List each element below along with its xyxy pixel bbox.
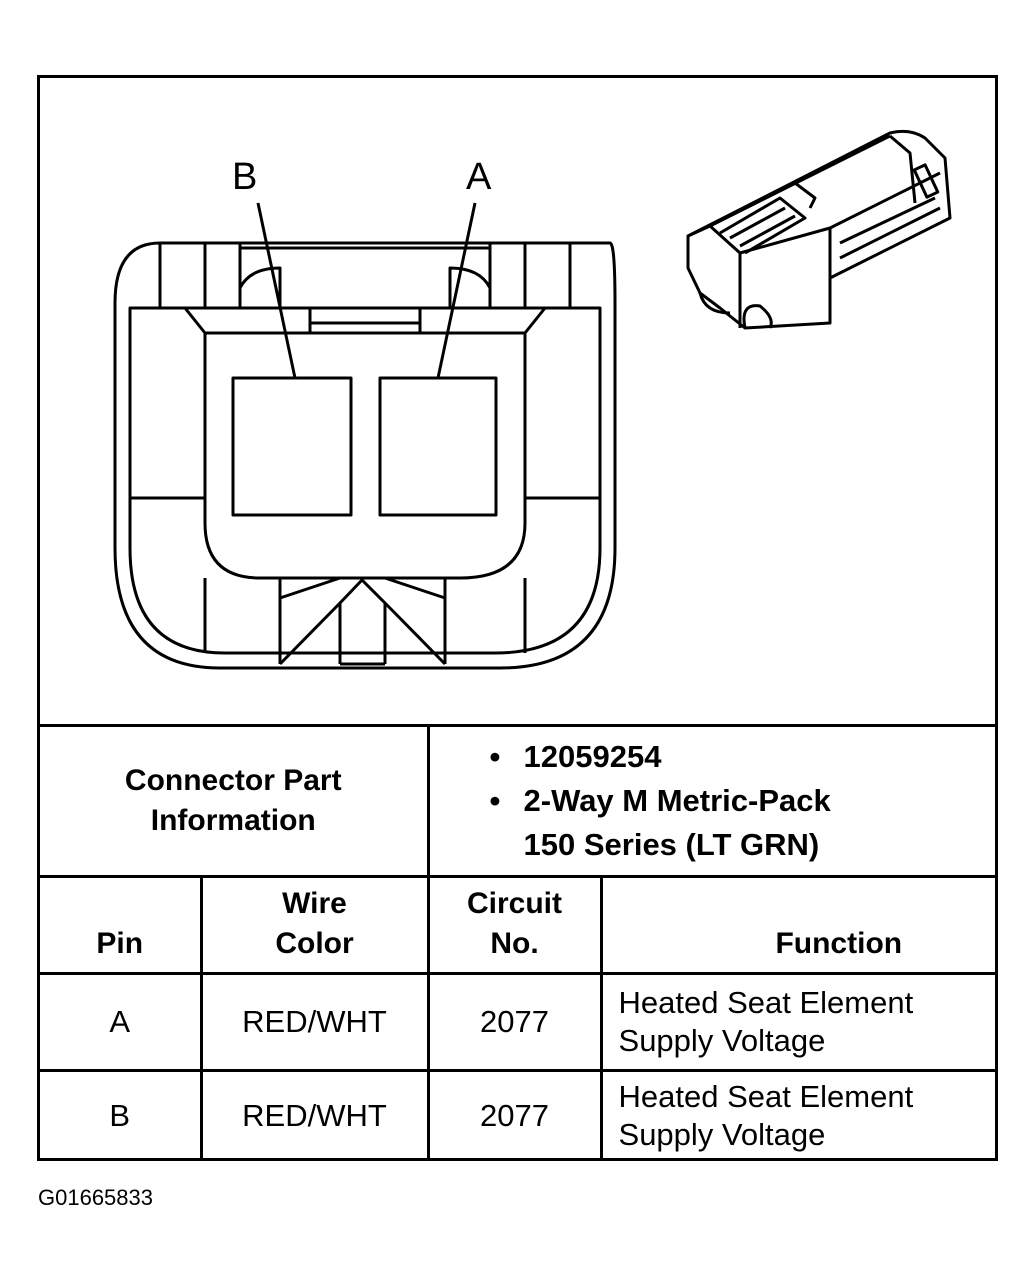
connector-part-details: •12059254 •2-Way M Metric-Pack 150 Serie…	[426, 724, 996, 878]
connector-part-row: Connector Part Information •12059254 •2-…	[40, 724, 996, 878]
wire-color-cell: RED/WHT	[199, 972, 430, 1072]
figure-id-caption: G01665833	[38, 1185, 153, 1210]
part-description: •2-Way M Metric-Pack	[489, 783, 831, 818]
cavity-b	[231, 376, 353, 517]
leader-line-b	[256, 202, 297, 379]
part-number: •12059254	[489, 739, 662, 774]
connector-face-outline	[113, 241, 617, 670]
col-function: Function	[599, 875, 996, 975]
connector-diagram	[113, 129, 952, 670]
col-pin: Pin	[40, 875, 203, 975]
connector-isometric	[686, 129, 952, 330]
cavity-a	[378, 376, 498, 517]
wire-color-cell: RED/WHT	[199, 1069, 430, 1160]
inner-shell	[128, 306, 602, 655]
connector-part-label: Connector Part Information	[40, 724, 430, 878]
circuit-cell: 2077	[426, 972, 603, 1072]
connector-figure: B A Connector Part Information •12059254…	[37, 75, 998, 1161]
pin-cell: B	[40, 1069, 203, 1160]
circuit-cell: 2077	[426, 1069, 603, 1160]
pin-label-a: A	[466, 156, 492, 198]
pin-cell: A	[40, 972, 203, 1072]
leader-line-a	[436, 202, 477, 379]
pin-label-b: B	[232, 156, 258, 198]
connector-table: Connector Part Information •12059254 •2-…	[40, 724, 996, 1160]
